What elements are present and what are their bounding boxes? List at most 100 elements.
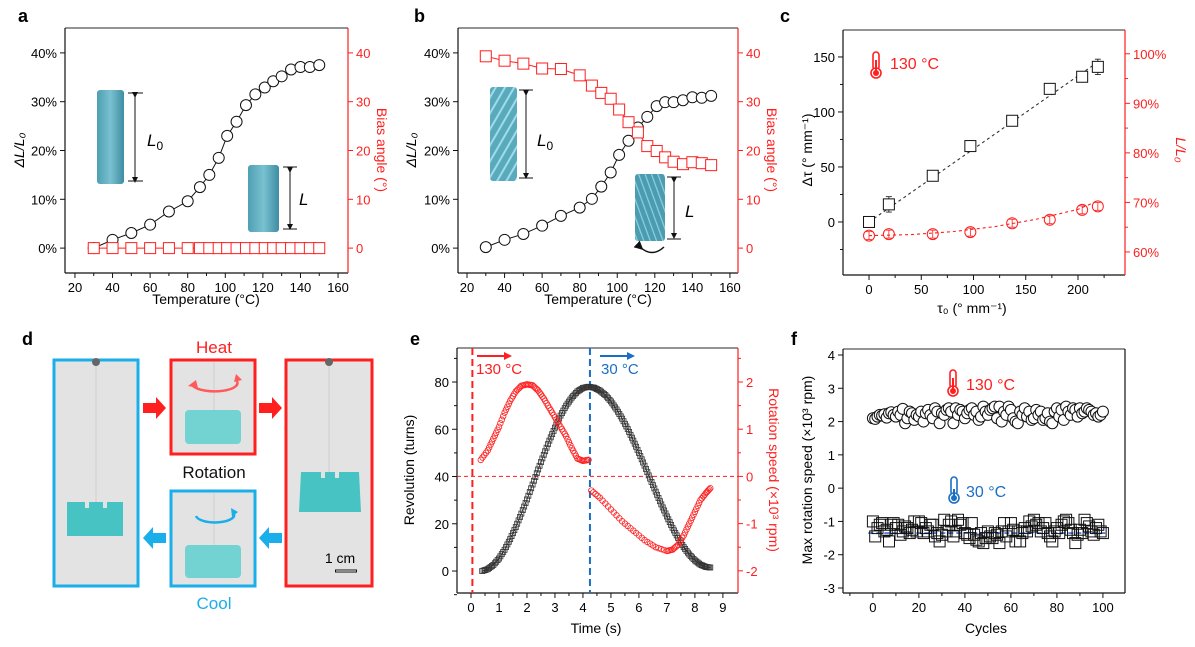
data-point-circle	[517, 227, 530, 240]
data-point-square	[510, 530, 516, 537]
x-tick-label: 20	[68, 280, 82, 295]
data-point-square	[610, 402, 617, 409]
data-point-circle	[616, 515, 623, 522]
d-arrow-left-icon	[143, 527, 166, 549]
data-point-circle	[590, 489, 597, 496]
data-point-square	[1060, 513, 1073, 526]
x-tick-label: 160	[719, 280, 741, 295]
panel-letter-c: c	[780, 6, 790, 26]
data-point-square	[181, 242, 194, 255]
data-point-square	[599, 389, 606, 396]
d-arrow-left-icon	[259, 527, 282, 549]
data-point-square	[945, 515, 958, 528]
data-point-square	[1083, 520, 1096, 533]
data-point-square	[1067, 527, 1080, 540]
x-tick-label: 40	[958, 600, 972, 615]
data-point-square	[929, 530, 942, 543]
data-point-circle	[193, 181, 206, 194]
x-tick-label: 100	[1092, 600, 1114, 615]
data-point-square	[984, 530, 997, 543]
x-tick-label: 160	[327, 280, 349, 295]
data-point-circle	[494, 426, 501, 433]
x-tick-label: 40	[105, 280, 119, 295]
data-point-square	[652, 488, 659, 495]
data-point-circle	[565, 438, 573, 446]
data-point-square	[638, 456, 645, 463]
data-point-square	[508, 533, 515, 540]
y-left-tick-label: 50	[821, 160, 835, 175]
y-left-tick-label: 150	[813, 50, 835, 65]
data-point-square	[1069, 537, 1082, 550]
data-point-circle	[497, 420, 504, 427]
y-right-tick-label: 1	[746, 422, 753, 437]
d-heat-rotation-arrow-icon	[192, 379, 239, 393]
data-point-circle	[230, 115, 243, 128]
x-tick-label: 9	[719, 600, 726, 615]
data-point-square	[645, 472, 652, 479]
e-y-left-title: Revolution (turns)	[401, 415, 417, 526]
data-point-square	[1094, 525, 1107, 538]
data-point-square	[654, 491, 661, 498]
c-y-left-title: Δτ (° mm⁻¹)	[799, 114, 815, 187]
y-left-tick-label: 0%	[431, 241, 450, 256]
data-point-circle	[679, 534, 686, 541]
data-point-square	[162, 242, 175, 255]
y-right-tick-label: 20	[356, 144, 370, 159]
data-point-square	[547, 434, 554, 441]
data-point-circle	[144, 218, 157, 231]
data-point-circle	[1091, 200, 1104, 213]
data-point-square	[995, 525, 1008, 538]
b-label-L: L	[685, 202, 694, 221]
data-point-square	[910, 525, 923, 538]
f-y-left-title: Max rotation speed (×10³ rpm)	[799, 376, 815, 565]
data-point-square	[866, 515, 879, 528]
data-point-circle	[275, 70, 288, 83]
data-point-circle	[1006, 217, 1019, 230]
x-tick-label: 4	[579, 600, 586, 615]
data-point-square	[972, 535, 985, 548]
y-right-tick-label: 0	[746, 241, 753, 256]
data-point-circle	[622, 134, 635, 147]
data-point-circle	[863, 229, 876, 242]
data-point-square	[922, 525, 935, 538]
data-point-square	[1000, 530, 1013, 543]
data-point-circle	[698, 495, 706, 502]
data-point-circle	[964, 226, 977, 239]
a-y-right-title: Bias angle (°)	[374, 108, 390, 192]
data-point-square	[901, 522, 914, 535]
b-contracted-twisted-cylinder	[635, 174, 665, 241]
data-point-square	[952, 513, 965, 526]
data-point-square	[535, 466, 542, 473]
data-point-square	[482, 567, 488, 573]
data-point-square	[961, 528, 974, 541]
data-point-square	[880, 523, 893, 536]
data-point-circle	[1096, 405, 1109, 418]
data-point-square	[106, 242, 119, 255]
data-point-circle	[249, 88, 262, 101]
data-point-circle	[655, 544, 662, 552]
data-point-circle	[594, 492, 601, 500]
y-left-tick-label: 20	[435, 517, 449, 532]
data-point-circle	[555, 421, 563, 428]
b-twisted-cylinder	[490, 87, 517, 181]
data-point-circle	[704, 487, 712, 494]
data-point-square	[1076, 70, 1089, 83]
data-point-square	[1041, 527, 1054, 540]
data-point-circle	[705, 89, 718, 102]
data-point-square	[554, 62, 567, 75]
data-point-square	[1021, 525, 1034, 538]
data-point-circle	[700, 493, 707, 500]
data-point-circle	[690, 511, 697, 518]
data-point-square	[643, 466, 649, 472]
d-actuator-contracted	[299, 472, 361, 512]
data-point-square	[878, 525, 891, 538]
data-point-square	[949, 525, 962, 538]
data-point-square	[958, 527, 971, 540]
data-point-circle	[488, 438, 496, 445]
y-right-tick-label: 40	[746, 46, 760, 61]
d-actuator-initial	[67, 502, 123, 536]
data-point-square	[650, 482, 656, 489]
data-point-square	[1071, 528, 1084, 541]
data-point-circle	[125, 226, 138, 239]
y-left-tick-label: 0	[442, 564, 449, 579]
